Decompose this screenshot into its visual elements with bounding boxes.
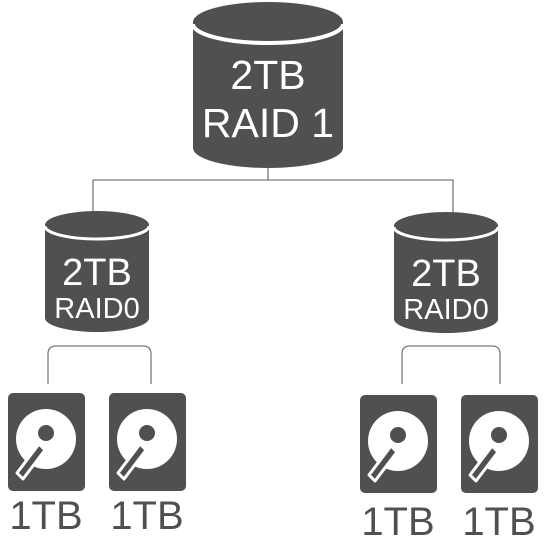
disk-right-1: 1TB — [360, 395, 437, 544]
hard-disk-drive-icon — [8, 393, 85, 491]
connector-top-to-right-array — [268, 179, 454, 214]
top-raid-array: 2TB RAID 1 — [191, 2, 345, 168]
database-cylinder-icon — [191, 2, 345, 168]
disk-capacity-label: 1TB — [361, 500, 434, 544]
disk-left-2: 1TB — [109, 393, 186, 538]
top-array-raid-level: RAID 1 — [202, 100, 334, 146]
left-raid-array: 2TB RAID0 — [43, 211, 151, 332]
database-cylinder-icon — [392, 212, 500, 333]
disk-capacity-label: 1TB — [9, 494, 82, 538]
disk-right-2: 1TB — [461, 395, 538, 544]
right-raid-array: 2TB RAID0 — [392, 212, 500, 333]
connector-left-array-disks — [47, 345, 152, 384]
connector-top-to-left-array — [92, 164, 269, 214]
connectors — [47, 164, 501, 384]
disk-capacity-label: 1TB — [462, 500, 535, 544]
right-array-raid-level: RAID0 — [403, 294, 488, 326]
left-array-raid-level: RAID0 — [54, 293, 139, 325]
disk-left-1: 1TB — [8, 393, 85, 538]
top-array-capacity: 2TB — [230, 52, 305, 98]
hard-disk-drive-icon — [109, 393, 186, 491]
right-array-capacity: 2TB — [411, 253, 481, 295]
hard-disk-drive-icon — [461, 395, 538, 493]
connector-right-array-disks — [401, 345, 501, 384]
disk-capacity-label: 1TB — [110, 494, 183, 538]
left-array-capacity: 2TB — [62, 252, 132, 294]
hard-disk-drive-icon — [360, 395, 437, 493]
database-cylinder-icon — [43, 211, 151, 332]
